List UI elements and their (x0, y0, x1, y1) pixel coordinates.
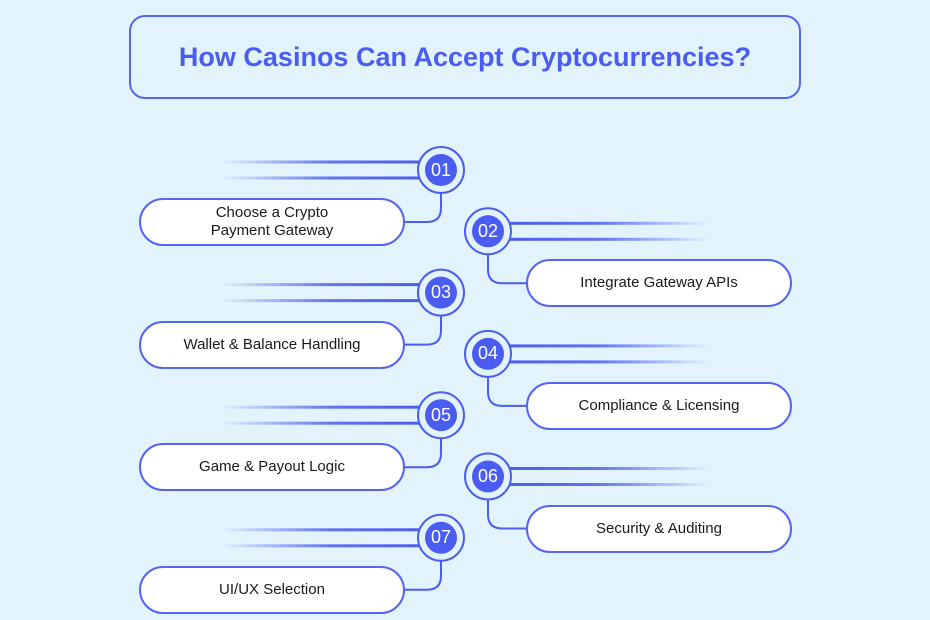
step-number: 01 (430, 159, 452, 180)
step-label-box: Security & Auditing (526, 504, 792, 553)
step-line (507, 344, 710, 348)
step-number-badge (472, 337, 504, 370)
step-number: 04 (477, 343, 499, 364)
title-box: How Casinos Can Accept Cryptocurrencies? (129, 15, 801, 99)
step-line (507, 483, 710, 486)
step-line (220, 299, 422, 303)
step-label: Integrate Gateway APIs (580, 274, 738, 292)
step-label-box: UI/UX Selection (139, 565, 405, 614)
step-label-box: Wallet & Balance Handling (139, 320, 405, 369)
step-line (220, 544, 422, 548)
step-number: 02 (477, 220, 499, 241)
step-connector (404, 315, 442, 346)
step-line (220, 283, 422, 287)
step-line (507, 360, 710, 364)
page-title: How Casinos Can Accept Cryptocurrencies? (178, 41, 752, 72)
step-label: Compliance & Licensing (578, 396, 740, 414)
step-label: Game & Payout Logic (199, 458, 345, 476)
step-line (507, 467, 710, 470)
step-number-badge (425, 521, 457, 554)
step-number-badge (472, 460, 504, 493)
step-number-badge (425, 154, 457, 186)
step-number: 06 (477, 466, 499, 486)
step-line (220, 160, 422, 164)
step-label-box: Game & Payout Logic (139, 443, 405, 492)
step-number-badge (425, 276, 457, 309)
step-number: 05 (430, 404, 452, 425)
step-label-box: Choose a Crypto Payment Gateway (139, 198, 405, 246)
step-label: UI/UX Selection (219, 580, 325, 598)
step-line (507, 221, 710, 225)
step-connector (404, 193, 442, 223)
step-line (220, 528, 422, 532)
step-number: 03 (430, 282, 452, 303)
step-number-badge (425, 399, 457, 432)
step-label: Security & Auditing (596, 519, 722, 537)
step-connector (487, 376, 527, 407)
step-line (220, 421, 422, 425)
step-line (507, 237, 710, 241)
step-connector (487, 254, 527, 285)
step-number: 07 (430, 527, 452, 548)
step-connector (404, 560, 442, 591)
step-connector (404, 438, 442, 469)
step-connector (487, 499, 527, 530)
step-label-box: Integrate Gateway APIs (526, 259, 792, 308)
step-line (220, 405, 422, 409)
step-label: Wallet & Balance Handling (183, 335, 361, 353)
step-label-box: Compliance & Licensing (526, 381, 792, 430)
step-line (220, 176, 422, 180)
step-label: Choose a Crypto Payment Gateway (210, 204, 334, 239)
step-number-badge (472, 215, 504, 248)
